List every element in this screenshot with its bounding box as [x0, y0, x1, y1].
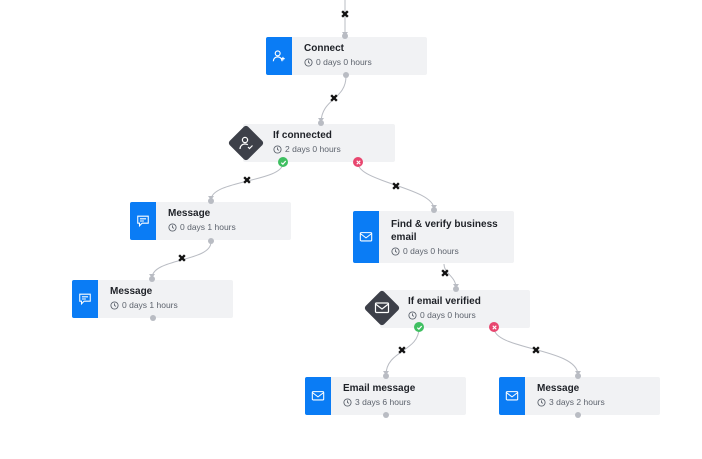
- step-title: Message: [537, 383, 580, 394]
- no-branch-cross-icon[interactable]: [489, 322, 499, 332]
- output-port[interactable]: [575, 412, 581, 418]
- clock-icon: [408, 310, 417, 320]
- chat-message-icon: [72, 280, 98, 318]
- input-port[interactable]: [342, 33, 348, 39]
- step-message[interactable]: Message 0 days 1 hours: [72, 280, 233, 318]
- step-title: Find & verify business email: [391, 219, 498, 243]
- clock-icon: [168, 222, 177, 232]
- delete-edge-button[interactable]: ✖: [329, 92, 339, 105]
- envelope-icon: [499, 377, 525, 415]
- no-branch-cross-icon[interactable]: [353, 157, 363, 167]
- step-title: Email message: [343, 383, 416, 394]
- clock-icon: [391, 246, 400, 256]
- output-port[interactable]: [383, 412, 389, 418]
- step-title: If email verified: [408, 296, 481, 307]
- condition-if-connected[interactable]: If connected 2 days 0 hours: [243, 124, 395, 162]
- delete-edge-button[interactable]: ✖: [391, 180, 401, 193]
- clock-icon: [110, 300, 119, 310]
- chat-message-icon: [130, 202, 156, 240]
- condition-if-email-verified[interactable]: If email verified 0 days 0 hours: [380, 290, 530, 328]
- step-duration: 0 days 1 hours: [168, 222, 236, 232]
- step-title: Message: [110, 286, 153, 297]
- envelope-check-icon: [374, 300, 390, 316]
- step-duration: 0 days 0 hours: [408, 310, 476, 320]
- input-port[interactable]: [383, 373, 389, 379]
- step-duration: 2 days 0 hours: [273, 144, 341, 154]
- person-add-icon: [266, 37, 292, 75]
- step-connect[interactable]: Connect 0 days 0 hours: [266, 37, 427, 75]
- delete-edge-button[interactable]: ✖: [440, 267, 450, 280]
- input-port[interactable]: [575, 373, 581, 379]
- step-duration: 3 days 2 hours: [537, 397, 605, 407]
- clock-icon: [537, 397, 546, 407]
- delete-edge-button[interactable]: ✖: [397, 344, 407, 357]
- input-port[interactable]: [431, 207, 437, 213]
- clock-icon: [273, 144, 282, 154]
- input-port[interactable]: [318, 120, 324, 126]
- delete-edge-button[interactable]: ✖: [340, 8, 350, 21]
- step-duration: 0 days 0 hours: [391, 246, 459, 256]
- output-port[interactable]: [150, 315, 156, 321]
- step-title: Message: [168, 208, 211, 219]
- yes-branch-check-icon[interactable]: [414, 322, 424, 332]
- step-duration: 0 days 0 hours: [304, 57, 372, 67]
- person-check-icon: [238, 135, 254, 151]
- step-message[interactable]: Message 0 days 1 hours: [130, 202, 291, 240]
- yes-branch-check-icon[interactable]: [278, 157, 288, 167]
- envelope-check-icon: [353, 211, 379, 263]
- step-message[interactable]: Message 3 days 2 hours: [499, 377, 660, 415]
- delete-edge-button[interactable]: ✖: [531, 344, 541, 357]
- step-title: If connected: [273, 130, 332, 141]
- clock-icon: [343, 397, 352, 407]
- output-port[interactable]: [343, 72, 349, 78]
- clock-icon: [304, 57, 313, 67]
- input-port[interactable]: [149, 276, 155, 282]
- step-duration: 3 days 6 hours: [343, 397, 411, 407]
- envelope-icon: [305, 377, 331, 415]
- delete-edge-button[interactable]: ✖: [177, 252, 187, 265]
- step-title: Connect: [304, 43, 344, 54]
- delete-edge-button[interactable]: ✖: [242, 174, 252, 187]
- step-email-message[interactable]: Email message 3 days 6 hours: [305, 377, 466, 415]
- input-port[interactable]: [453, 286, 459, 292]
- input-port[interactable]: [208, 198, 214, 204]
- output-port[interactable]: [208, 238, 214, 244]
- step-duration: 0 days 1 hours: [110, 300, 178, 310]
- step-find-verify-email[interactable]: Find & verify business email 0 days 0 ho…: [353, 211, 514, 263]
